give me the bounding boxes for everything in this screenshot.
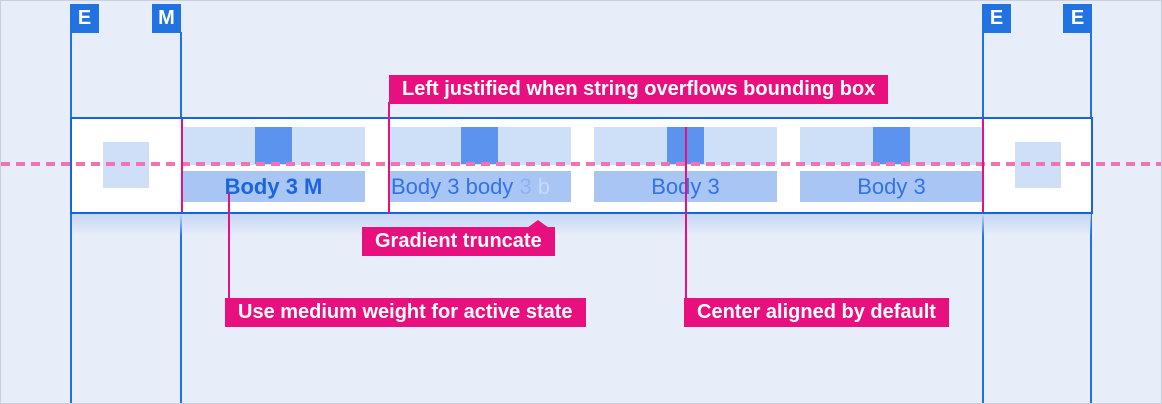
annotation-text: Use medium weight for active state (238, 301, 573, 323)
tab-item-2-icon-placeholder (461, 127, 498, 164)
annotation-text: Gradient truncate (375, 230, 542, 252)
annotation-badge-overflow: Left justified when string overflows bou… (389, 75, 889, 104)
tab-label-text: Body 3 M (224, 174, 323, 199)
marker-edge-left: E (70, 4, 99, 33)
tab-item-4-label[interactable]: Body 3 (800, 171, 983, 202)
marker-letter: E (1070, 7, 1085, 29)
tab-label-fade-mid: 3 (519, 174, 538, 199)
annotation-line-center-aligned (685, 127, 687, 299)
marker-margin-left: M (152, 4, 181, 33)
annotation-badge-gradient-truncate: Gradient truncate (362, 220, 555, 256)
tab-label-text: Body 3 body (391, 174, 520, 199)
tab-bar-shadow (72, 214, 1091, 236)
tab-label-fade-end: b (537, 174, 551, 199)
tab-item-1-label[interactable]: Body 3 M (182, 171, 365, 202)
annotation-line-tab-area-start (181, 119, 183, 212)
annotation-line-overflow (388, 102, 390, 214)
annotation-line-medium-weight (228, 193, 230, 299)
annotation-badge-center-aligned: Center aligned by default (684, 298, 949, 327)
tab-label-text: Body 3 (857, 174, 926, 199)
annotation-text: Left justified when string overflows bou… (402, 78, 876, 100)
annotation-badge-medium-weight: Use medium weight for active state (225, 298, 586, 327)
annotation-text: Center aligned by default (697, 301, 936, 323)
marker-letter: E (77, 7, 92, 29)
tab-item-1-icon-placeholder (255, 127, 292, 164)
marker-letter: M (158, 7, 175, 29)
baseline-dashed-guide (1, 162, 1161, 166)
tab-item-2-label[interactable]: Body 3 body 3 b (388, 171, 571, 202)
annotation-arrow-up-icon (526, 220, 549, 228)
marker-margin-right: E (982, 4, 1011, 33)
marker-edge-right: E (1063, 4, 1092, 33)
marker-letter: E (989, 7, 1004, 29)
ruler-line-edge-left (70, 32, 72, 403)
ruler-line-edge-right (1090, 32, 1092, 403)
tab-item-4-icon-placeholder (873, 127, 910, 164)
annotation-line-tab-area-end (982, 119, 984, 212)
